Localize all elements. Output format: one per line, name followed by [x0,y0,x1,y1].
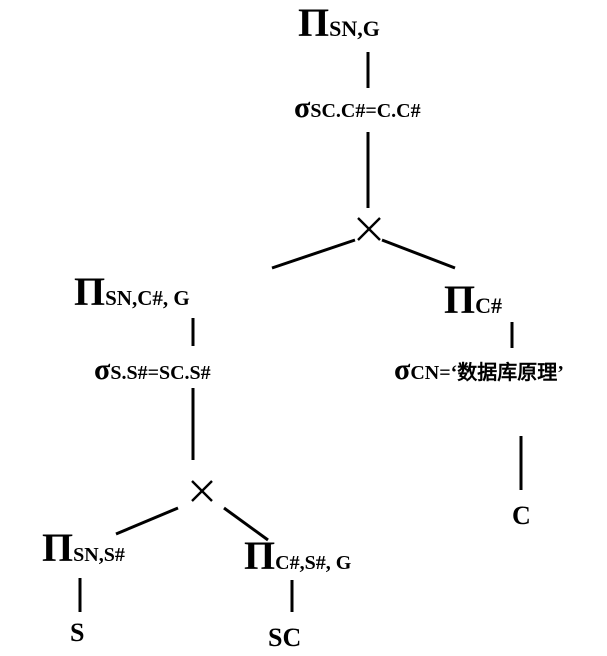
relation-s-leaf: S [70,618,85,647]
edge-lower-join-to-sc-proj [223,506,269,542]
selection-condition: SC.C#=C.C# [310,100,421,122]
left-selection-node: σS.S#=SC.S# [94,355,211,385]
root-selection-node: σSC.C#=C.C# [294,93,421,123]
projection-attributes: SN,S# [73,544,125,566]
projection-attributes: C#,S#, G [275,552,352,574]
edge-join-to-right-proj [381,238,456,270]
selection-condition: CN=‘数据库原理’ [410,362,564,384]
projection-symbol: Π [42,525,74,570]
right-selection-node: σCN=‘数据库原理’ [394,355,564,385]
edge-join-to-left-proj [271,238,356,270]
right-projection-node: ΠC# [444,280,502,320]
edge-lower-join-to-s-proj [115,506,179,536]
relation-c-leaf: C [512,501,531,530]
s-projection-node: ΠSN,S# [42,528,125,568]
left-projection-node: ΠSN,C#, G [74,272,190,312]
selection-symbol: σ [394,353,411,386]
relation-sc-leaf: SC [268,623,302,652]
selection-condition: S.S#=SC.S# [110,362,211,384]
projection-symbol: Π [444,277,476,322]
projection-symbol: Π [244,533,276,578]
root-projection-node: ΠSN,G [298,3,380,43]
projection-attributes: SN,C#, G [105,286,190,310]
projection-attributes: SN,G [329,16,380,41]
projection-symbol: Π [298,0,330,45]
projection-attributes: C# [475,293,503,318]
join-icon-lower-b [191,480,213,502]
selection-symbol: σ [294,91,311,124]
sc-projection-node: ΠC#,S#, G [244,536,351,576]
selection-symbol: σ [94,353,111,386]
projection-symbol: Π [74,269,106,314]
join-icon-upper-b [357,217,381,241]
